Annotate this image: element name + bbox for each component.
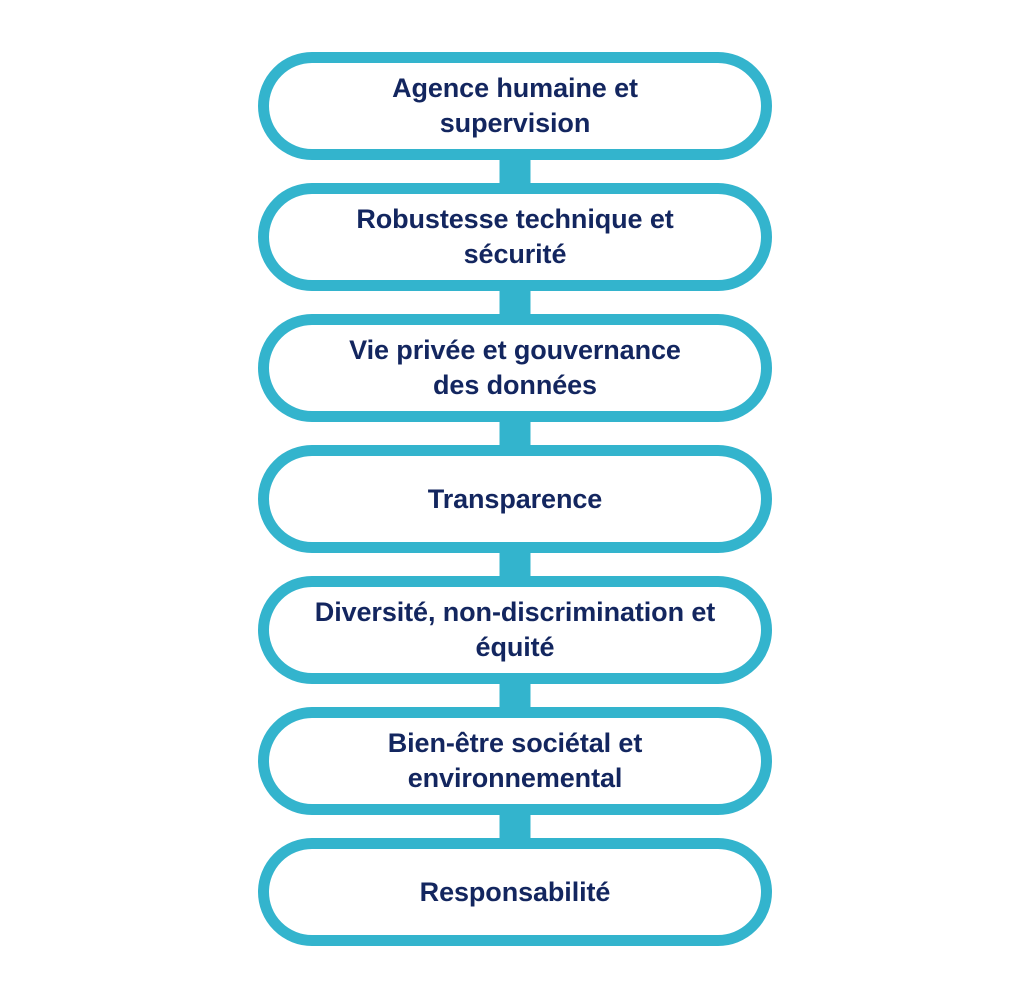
node-container-1: Agence humaine et supervision <box>258 52 772 185</box>
flow-node-label: Robustesse technique et sécurité <box>356 204 674 269</box>
connector-1-to-2 <box>499 158 531 185</box>
connector-3-to-4 <box>499 420 531 447</box>
node-stack: Agence humaine et supervision Robustesse… <box>258 52 772 946</box>
flow-node-bien-etre-societal-et-environnemental[interactable]: Bien-être sociétal et environnemental <box>258 707 772 815</box>
flow-node-label: Agence humaine et supervision <box>392 73 638 138</box>
flow-node-label: Responsabilité <box>419 876 611 907</box>
flow-node-robustesse-technique-et-securite[interactable]: Robustesse technique et sécurité <box>258 183 772 291</box>
node-container-7: Responsabilité <box>258 838 772 946</box>
connector-2-to-3 <box>499 289 531 316</box>
flow-node-label: Diversité, non-discrimination et équité <box>314 597 716 662</box>
connector-6-to-7 <box>499 813 531 840</box>
node-container-6: Bien-être sociétal et environnemental <box>258 707 772 840</box>
flow-node-responsabilite[interactable]: Responsabilité <box>258 838 772 946</box>
node-container-3: Vie privée et gouvernance des données <box>258 314 772 447</box>
flow-node-transparence[interactable]: Transparence <box>258 445 772 553</box>
flow-node-agence-humaine-et-supervision[interactable]: Agence humaine et supervision <box>258 52 772 160</box>
flow-node-label: Bien-être sociétal et environnemental <box>387 728 643 793</box>
flow-node-label: Transparence <box>427 483 603 514</box>
node-container-5: Diversité, non-discrimination et équité <box>258 576 772 709</box>
flow-node-diversite-non-discrimination-et-equite[interactable]: Diversité, non-discrimination et équité <box>258 576 772 684</box>
connector-4-to-5 <box>499 551 531 578</box>
node-container-4: Transparence <box>258 445 772 578</box>
flow-node-label: Vie privée et gouvernance des données <box>349 335 681 400</box>
node-container-2: Robustesse technique et sécurité <box>258 183 772 316</box>
connector-5-to-6 <box>499 682 531 709</box>
flow-node-vie-privee-et-gouvernance-des-donnees[interactable]: Vie privée et gouvernance des données <box>258 314 772 422</box>
